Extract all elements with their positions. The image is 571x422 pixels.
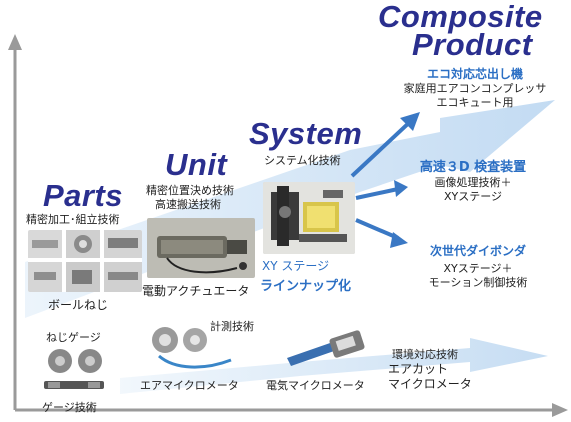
arrow-to-inspection (355, 187, 399, 200)
thread-gauge-label: ねじゲージ (46, 331, 101, 344)
composite-title-line1: Composite (378, 0, 543, 34)
composite-title-line2: Product (412, 27, 533, 62)
composite-item-line: 家庭用エアコンコンプレッサ (403, 82, 547, 95)
axes (8, 34, 568, 417)
unit-tech-line2: 高速搬送技術 (155, 198, 221, 211)
bottom-band-arrow (120, 338, 548, 394)
composite-item-inspection: 高速３D 検査装置 画像処理技術＋ XYステージ (398, 160, 548, 204)
measurement-tech-label: 計測技術 (210, 320, 254, 333)
aircut-line1: エアカット (388, 362, 449, 376)
electric-micrometer-caption: 電気マイクロメータ (266, 379, 365, 392)
unit-title: Unit (165, 147, 228, 182)
composite-item-title: 高速３D 検査装置 (419, 160, 527, 175)
arrow-to-eco (350, 118, 414, 178)
xy-stage-photo (263, 182, 355, 254)
composite-item-line: モーション制御技術 (428, 276, 528, 289)
gauge-tech-label: ゲージ技術 (42, 401, 97, 414)
electric-actuator-caption: 電動アクチュエータ (142, 284, 250, 298)
composite-item-line: エコキュート用 (436, 96, 514, 109)
system-tech-label: システム化技術 (264, 154, 341, 167)
thread-gauge-photo (38, 345, 110, 397)
composite-item-eco: エコ対応芯出し機 家庭用エアコンコンプレッサ エコキュート用 (390, 67, 560, 110)
air-micrometer-caption: エアマイクロメータ (140, 379, 239, 392)
lineup-label: ラインナップ化 (260, 279, 352, 294)
x-axis-arrowhead (552, 403, 568, 417)
xy-stage-caption: XY ステージ (262, 259, 330, 273)
parts-tech-label: 精密加工･組立技術 (26, 213, 120, 226)
system-title: System (249, 116, 363, 151)
arrow-to-bonder (355, 218, 399, 240)
unit-tech-line1: 精密位置決め技術 (146, 184, 234, 197)
composite-item-title: 次世代ダイボンダ (429, 244, 526, 258)
composite-item-line: XYステージ (443, 190, 503, 203)
composite-item-title: エコ対応芯出し機 (426, 67, 523, 81)
environment-tech-label: 環境対応技術 (392, 348, 458, 361)
parts-title: Parts (43, 178, 124, 213)
composite-item-line: XYステージ＋ (443, 262, 513, 275)
y-axis-arrowhead (8, 34, 22, 50)
ball-screw-photo (28, 230, 142, 292)
electric-actuator-photo (147, 218, 255, 278)
composite-item-bonder: 次世代ダイボンダ XYステージ＋ モーション制御技術 (398, 243, 558, 290)
composite-item-line: 画像処理技術＋ (434, 176, 512, 189)
air-micrometer-photo (145, 322, 233, 372)
aircut-line2: マイクロメータ (388, 377, 472, 391)
electric-micrometer-photo (285, 328, 370, 368)
ball-screw-caption: ボールねじ (48, 298, 109, 312)
